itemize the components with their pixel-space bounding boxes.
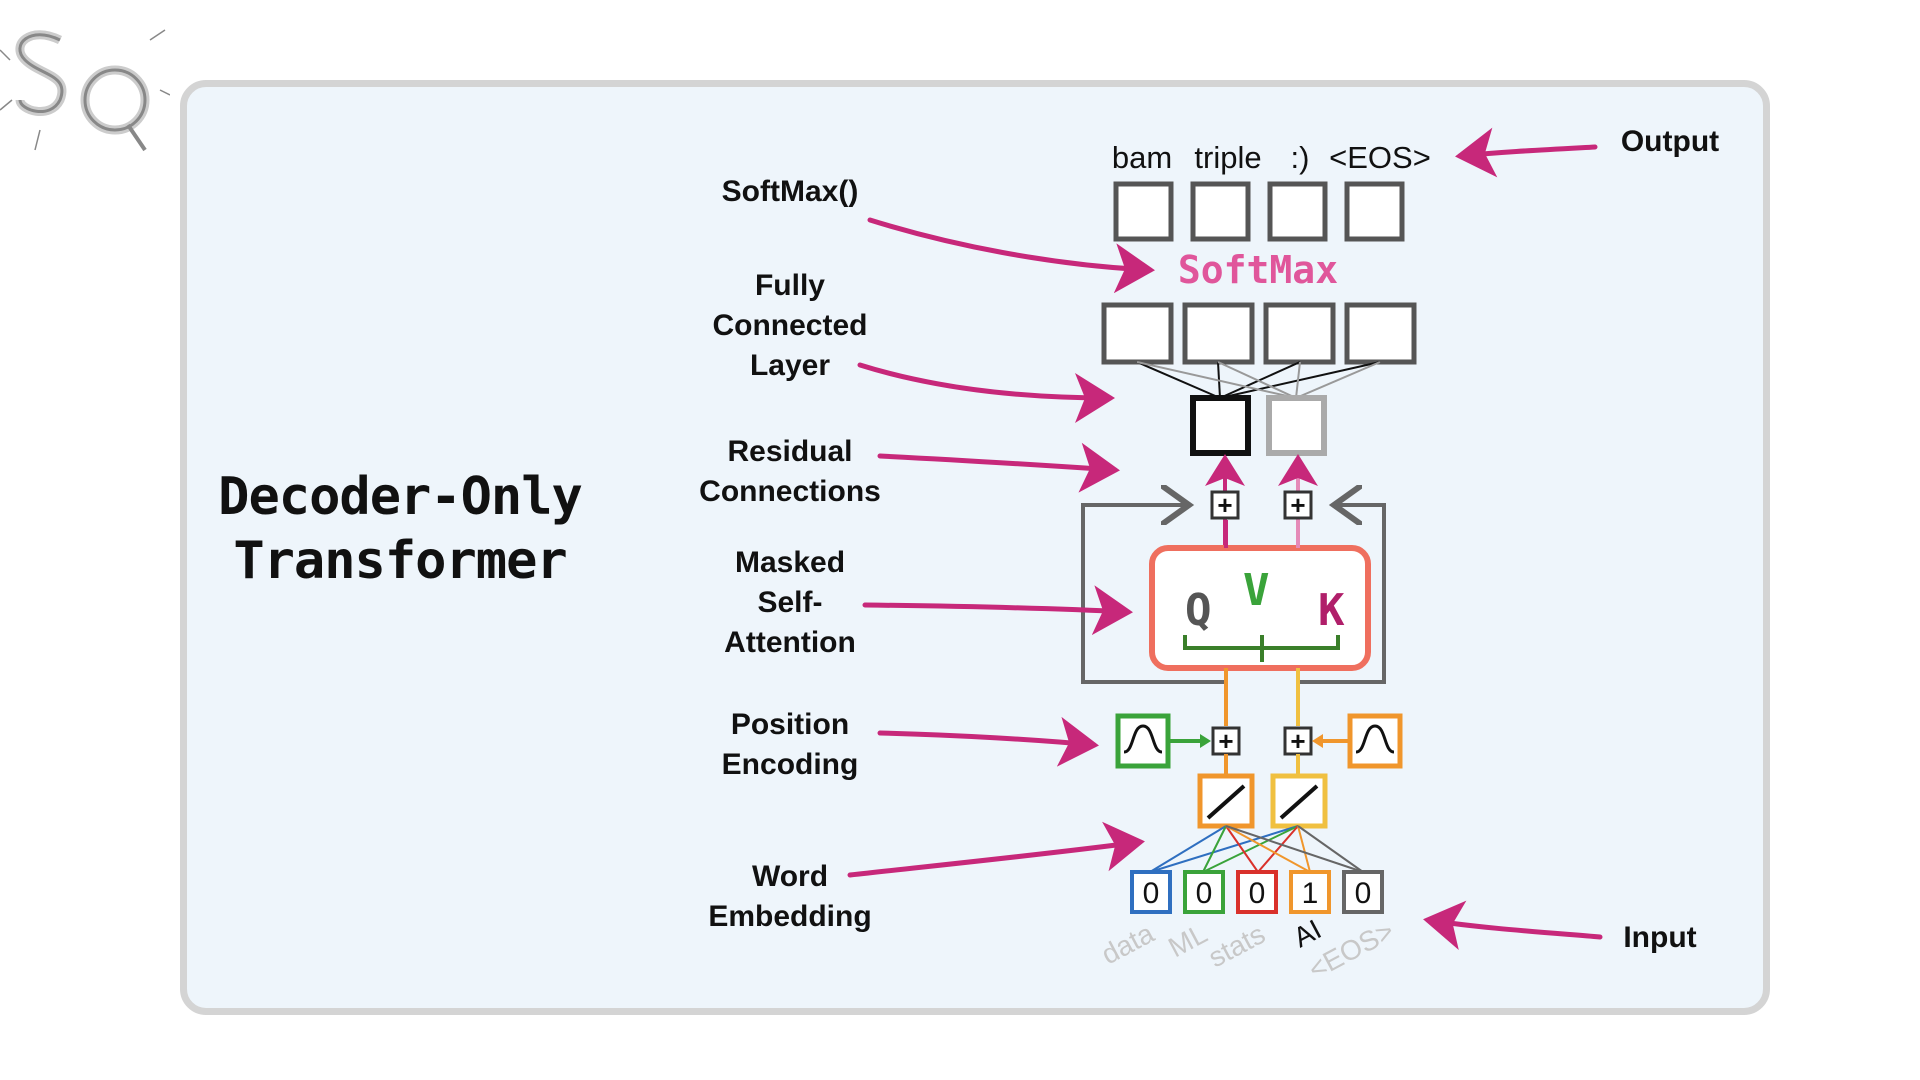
label-softmax-fn: SoftMax() — [721, 175, 859, 208]
attention-box — [1149, 545, 1371, 671]
embedding-node-1 — [1197, 773, 1255, 829]
label-input: Input — [1623, 921, 1697, 954]
embedding-connections — [1149, 825, 1364, 873]
position-encoding-icon-right — [1347, 713, 1403, 769]
embedding-node-2 — [1270, 773, 1328, 829]
label-residual-connections: Residual Connections — [699, 435, 881, 508]
residual-bracket — [1081, 505, 1386, 684]
input-value-5: 0 — [1355, 877, 1372, 910]
fc-output-box-2 — [1182, 302, 1255, 365]
arrow-embedding — [847, 821, 1145, 878]
label-word-embedding: Word Embedding — [708, 860, 872, 933]
attention-q: Q — [1185, 585, 1212, 636]
output-prob-box-3 — [1267, 181, 1328, 242]
fc-output-box-4 — [1344, 302, 1417, 365]
residual-add-1: + — [1217, 490, 1232, 520]
output-token-2: triple — [1194, 140, 1261, 175]
residual-add-2: + — [1290, 490, 1305, 520]
attention-bracket — [1183, 635, 1340, 662]
input-value-3: 0 — [1249, 877, 1266, 910]
label-output: Output — [1620, 125, 1720, 158]
arrow-input — [1423, 900, 1603, 951]
arrow-position — [877, 716, 1099, 767]
fc-output-box-1 — [1101, 302, 1174, 365]
arrow-fully-connected — [857, 362, 1115, 423]
input-value-4: 1 — [1302, 877, 1319, 910]
position-add-1: + — [1218, 726, 1233, 756]
label-position-encoding: Position Encoding — [721, 708, 859, 781]
input-token-1: data — [1096, 917, 1159, 970]
annotation-arrows — [847, 127, 1603, 951]
output-token-3: :) — [1291, 140, 1310, 175]
output-token-4: <EOS> — [1329, 140, 1431, 175]
attention-k: K — [1318, 585, 1345, 636]
output-prob-box-2 — [1190, 181, 1251, 242]
residual-output-box-2 — [1266, 395, 1327, 456]
arrow-softmax — [867, 217, 1155, 294]
input-value-2: 0 — [1196, 877, 1213, 910]
output-prob-box-1 — [1113, 181, 1174, 242]
attention-v: V — [1243, 565, 1270, 616]
output-prob-box-4 — [1344, 181, 1405, 242]
input-token-3: stats — [1203, 918, 1270, 973]
output-token-1: bam — [1112, 140, 1172, 175]
arrow-output — [1455, 127, 1598, 178]
label-fully-connected-layer: Fully Connected Layer — [712, 269, 868, 382]
position-encoding-icon-left — [1115, 713, 1171, 769]
arrow-residual — [877, 442, 1120, 493]
position-add-2: + — [1290, 726, 1305, 756]
sq-logo — [0, 29, 170, 152]
residual-output-box-1 — [1190, 395, 1251, 456]
diagram-title: Decoder-Only Transformer — [218, 467, 583, 591]
input-value-1: 0 — [1143, 877, 1160, 910]
input-token-2: ML — [1163, 918, 1212, 964]
label-masked-self-attention: Masked Self- Attention — [724, 546, 856, 659]
softmax-block: SoftMax — [1178, 248, 1338, 292]
arrow-attention — [862, 585, 1133, 636]
fc-output-box-3 — [1263, 302, 1336, 365]
input-token-4: AI — [1288, 914, 1326, 954]
